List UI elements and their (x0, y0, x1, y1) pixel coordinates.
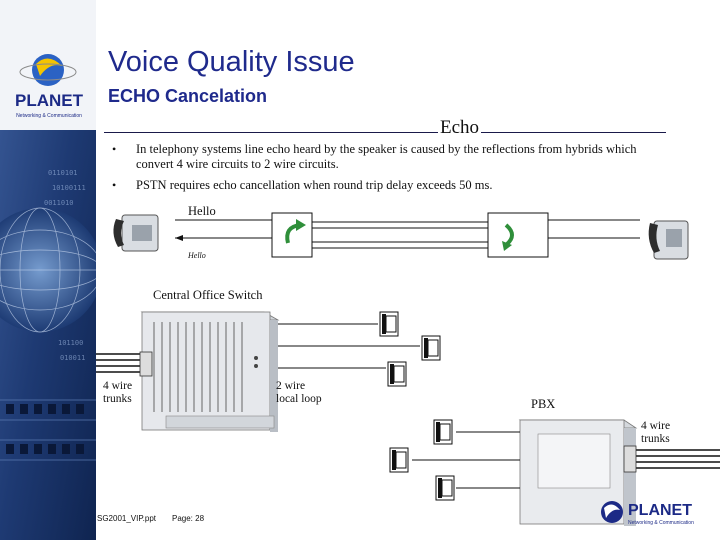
echo-path-diagram (0, 195, 720, 275)
bullet-text: In telephony systems line echo heard by … (136, 142, 637, 171)
label-line: 4 wire (641, 420, 671, 432)
bullet-marker: • (112, 142, 117, 156)
bullet-text: PSTN requires echo cancellation when rou… (136, 178, 493, 192)
planet-logo-graphic: PLANET Networking & Communication (15, 54, 84, 119)
desk-phone-icon (435, 475, 455, 501)
four-wire-trunks-left-label: 4 wire trunks (103, 380, 132, 406)
echo-path-graphic (113, 212, 689, 260)
label-line: trunks (641, 433, 670, 445)
desk-phone-icon (389, 447, 409, 473)
hybrid-box (487, 212, 549, 258)
footer-logo-text: PLANET (628, 502, 692, 519)
telephone-icon (648, 220, 689, 260)
label-line: 4 wire (103, 380, 133, 392)
slide-subtitle: ECHO Cancelation (108, 86, 268, 106)
svg-text:10100111: 10100111 (52, 184, 86, 192)
svg-text:0110101: 0110101 (48, 169, 78, 177)
section-heading: Echo (438, 117, 482, 139)
desk-phone-icon (433, 419, 453, 445)
desk-phone-icon (421, 335, 441, 361)
footer-file-name: SG2001_VIP.ppt (97, 514, 157, 523)
svg-text:0011010: 0011010 (44, 199, 74, 207)
four-wire-trunks-right-label: 4 wire trunks (641, 420, 670, 446)
pbx-label: PBX (531, 397, 556, 411)
two-wire-local-loop-label: 2 wire local loop (276, 380, 322, 406)
label-line: trunks (103, 393, 132, 405)
hello-label: Hello (188, 204, 216, 218)
switch-label: Central Office Switch (153, 288, 263, 302)
echo-hello-label: Hello (188, 251, 206, 260)
svg-text:010011: 010011 (60, 354, 85, 362)
planet-logo: PLANET Networking & Communication (6, 44, 92, 124)
sidebar-logo-tagline: Networking & Communication (16, 113, 82, 119)
desk-phone-icon (387, 361, 407, 387)
bullet-marker: • (112, 178, 117, 192)
hybrid-box (271, 212, 313, 258)
footer-planet-logo: PLANET Networking & Communication (598, 496, 716, 528)
svg-text:101100: 101100 (58, 339, 83, 347)
telephone-icon (113, 214, 159, 252)
slide-title: Voice Quality Issue (108, 46, 355, 78)
heading-divider (104, 132, 666, 133)
sidebar-logo-text: PLANET (15, 91, 84, 110)
footer-page-number: Page: 28 (172, 514, 205, 523)
desk-phone-icon (379, 311, 399, 337)
footer-logo-tagline: Networking & Communication (628, 520, 694, 526)
label-line: 2 wire (276, 380, 306, 392)
switch-cabinet-icon (140, 311, 280, 432)
footer-logo-graphic: PLANET Networking & Communication (601, 501, 694, 526)
label-line: local loop (276, 393, 322, 405)
